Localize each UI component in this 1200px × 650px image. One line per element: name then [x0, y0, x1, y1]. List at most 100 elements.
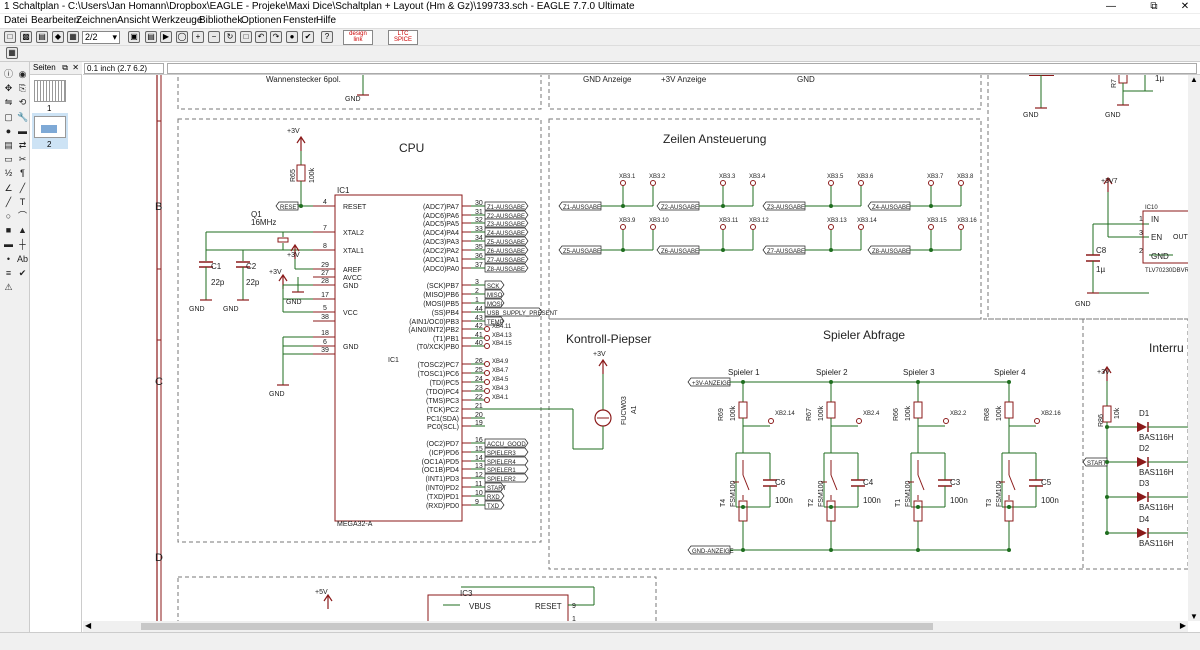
sheet-select[interactable]: 2/2▾ — [82, 31, 120, 44]
copy-icon[interactable]: ⎘ — [18, 83, 27, 94]
bus-icon[interactable]: ▬ — [4, 239, 13, 250]
wire-icon[interactable]: ╱ — [5, 196, 12, 207]
mirror-icon[interactable]: ⇋ — [4, 97, 13, 108]
split-icon[interactable]: ✂ — [18, 154, 27, 165]
gate-icon[interactable]: ▭ — [4, 154, 13, 165]
horizontal-scroll-thumb[interactable] — [141, 623, 933, 630]
wrench-icon[interactable]: 🔧 — [17, 111, 29, 122]
delete-icon[interactable]: ▬ — [18, 125, 27, 136]
optimize-icon[interactable]: ╱ — [19, 182, 26, 193]
group-icon[interactable]: ▢ — [4, 111, 13, 122]
help-icon[interactable]: ? — [321, 31, 333, 43]
menu-bearbeiten[interactable]: Bearbeiten — [31, 15, 80, 26]
smash-icon[interactable]: ● — [5, 125, 12, 136]
player-cap-label: C6 — [775, 478, 786, 487]
value-icon[interactable]: ½ — [4, 168, 13, 179]
zoom-select-icon[interactable]: □ — [240, 31, 252, 43]
gnd-label: GND — [797, 75, 815, 84]
sheet-thumb-2[interactable] — [34, 116, 66, 138]
menu-hilfe[interactable]: Hilfe — [316, 15, 337, 26]
gnd-anzeige-label: GND Anzeige — [583, 75, 632, 84]
text-icon[interactable]: T — [19, 196, 26, 207]
replace-icon[interactable]: ⇄ — [18, 140, 27, 150]
add-icon[interactable]: ▤ — [4, 140, 13, 150]
command-line[interactable] — [167, 63, 1197, 74]
zoom-in-icon[interactable]: + — [192, 31, 204, 43]
eye-icon[interactable]: ◉ — [18, 69, 27, 79]
print-icon[interactable]: ▤ — [36, 31, 48, 43]
ltc-spice-button[interactable]: LTC SPICE — [388, 30, 418, 45]
float-icon[interactable]: ⧉ — [62, 63, 68, 72]
vertical-scrollbar[interactable]: ▲ ▼ — [1188, 75, 1200, 621]
cpu-net-label: Z5-AUSGABE — [487, 240, 525, 246]
menu-optionen[interactable]: Optionen — [241, 15, 282, 26]
grid-icon[interactable]: ▦ — [6, 47, 18, 59]
redo-icon[interactable]: ↷ — [270, 31, 282, 43]
resistor-r65 — [296, 164, 306, 182]
board-icon[interactable]: ▦ — [67, 31, 79, 43]
zoom-fit-icon[interactable]: ◯ — [176, 31, 188, 43]
info-icon[interactable]: ⓘ — [3, 69, 13, 79]
zeilen-net-label: Z1-AUSGABE — [563, 205, 601, 211]
circle-icon[interactable]: ○ — [5, 211, 12, 221]
miter-icon[interactable]: ∠ — [4, 182, 13, 193]
use-icon[interactable]: ▣ — [128, 31, 140, 43]
design-link-button[interactable]: design link — [343, 30, 373, 45]
zoom-redraw-icon[interactable]: ↻ — [224, 31, 236, 43]
menu-datei[interactable]: Datei — [4, 15, 28, 26]
spieler-net-label: +3V-ANZEIGE — [692, 381, 731, 387]
label-icon[interactable]: Ab — [17, 253, 29, 264]
menu-werkzeuge[interactable]: Werkzeuge — [152, 15, 203, 26]
scroll-up-icon[interactable]: ▲ — [1190, 75, 1198, 84]
arc-icon[interactable]: ⌒ — [17, 211, 27, 221]
menu-zeichnen[interactable]: Zeichnen — [76, 15, 118, 26]
player-resistor — [913, 401, 923, 419]
ic1-pin-number: 43 — [475, 315, 483, 322]
open-icon[interactable]: □ — [4, 31, 16, 43]
junction-icon[interactable]: • — [6, 253, 11, 264]
ic1-pin-name: (SS)PB4 — [432, 310, 459, 317]
move-icon[interactable]: ✥ — [4, 83, 13, 94]
warning-icon[interactable]: ⚠ — [4, 282, 13, 292]
connector-pad — [484, 379, 490, 385]
ic1-pin-number: 8 — [323, 243, 327, 250]
player-resistor-label: R69 — [718, 408, 725, 421]
scroll-down-icon[interactable]: ▼ — [1190, 612, 1198, 621]
save-icon[interactable]: ▩ — [20, 31, 32, 43]
sheet-thumb-1[interactable] — [34, 80, 66, 102]
run-icon[interactable]: ▶ — [160, 31, 172, 43]
maximize-button[interactable]: ⧉ — [1150, 1, 1158, 12]
polygon-icon[interactable]: ▲ — [18, 225, 27, 236]
rotate-icon[interactable]: ⟲ — [18, 97, 27, 108]
ic1-pin-name: XTAL2 — [343, 230, 364, 237]
menu-bibliothek[interactable]: Bibliothek — [199, 15, 243, 26]
scroll-right-icon[interactable]: ▶ — [1179, 621, 1186, 630]
close-icon[interactable]: ✕ — [72, 63, 79, 72]
cam-icon[interactable]: ◆ — [52, 31, 64, 43]
menu-fenster[interactable]: Fenster — [283, 15, 317, 26]
cpu-net-label: Z4-AUSGABE — [487, 231, 525, 237]
scroll-left-icon[interactable]: ◀ — [85, 621, 92, 630]
name-icon[interactable]: ¶ — [20, 168, 25, 179]
close-button[interactable]: ✕ — [1180, 1, 1190, 12]
net-icon[interactable]: ┼ — [19, 239, 26, 250]
go-icon[interactable]: ✔ — [302, 31, 314, 43]
ldo-pin-in: IN — [1151, 215, 1159, 224]
rect-icon[interactable]: ■ — [5, 225, 12, 236]
ic1-pin-name: (AIN1/OC0)PB3 — [409, 319, 459, 326]
horizontal-scrollbar[interactable]: ◀ ▶ — [83, 621, 1188, 632]
undo-icon[interactable]: ↶ — [255, 31, 267, 43]
player-resistor-label: R67 — [806, 408, 813, 421]
attribute-icon[interactable]: ≡ — [5, 267, 12, 278]
junction-dot — [741, 505, 745, 509]
stop-icon[interactable]: ● — [286, 31, 298, 43]
zoom-out-icon[interactable]: − — [208, 31, 220, 43]
player-name: Spieler 3 — [903, 368, 935, 377]
menu-ansicht[interactable]: Ansicht — [117, 15, 150, 26]
junction-dot — [621, 204, 625, 208]
zeilen-bot-label: XB3.11 — [719, 218, 739, 224]
erc-icon[interactable]: ✔ — [18, 267, 27, 278]
minimize-button[interactable]: — — [1106, 1, 1116, 12]
script-icon[interactable]: ▤ — [145, 31, 157, 43]
